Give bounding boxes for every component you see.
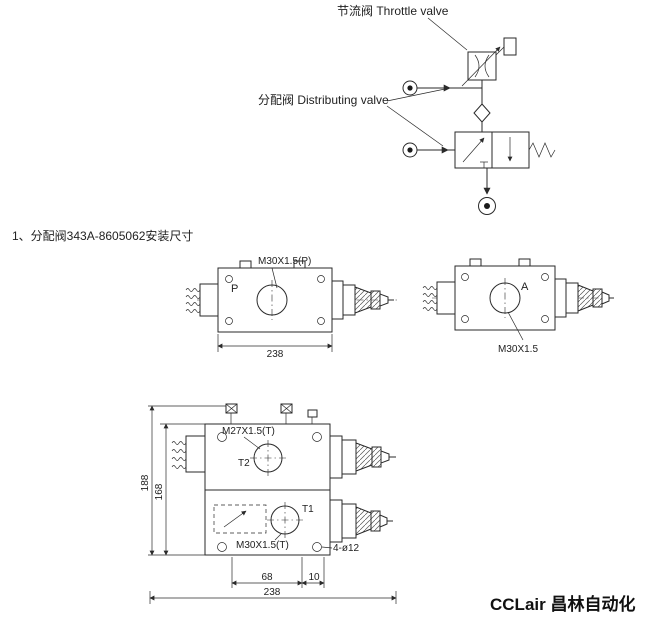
dim-168: 168 [154,483,165,500]
screw-head [293,260,306,269]
side-view-p: M30X1.5(P) P 238 [185,256,400,360]
electrical-connector [185,283,219,317]
port-label-a: A [521,281,529,293]
thread-label-t2: M27X1.5(T) [222,426,275,437]
port-symbol-1 [402,80,482,96]
distributing-valve-symbol [454,131,556,169]
section-title: 1、分配阀343A-8605062安装尺寸 [12,228,193,243]
port-label-t2: T2 [238,458,250,469]
holes-label: 4-ø12 [333,543,360,554]
symbol-plate [213,504,267,534]
screw-head [518,258,531,267]
dimension-width-p: 238 [217,334,333,360]
side-view-a: A M30X1.5 [422,258,616,355]
thread-label-p: M30X1.5(P) [258,256,311,267]
brand-footer: CCLair 昌林自动化 [490,594,635,614]
dim-68: 68 [261,572,273,583]
lower-port [267,502,303,541]
distributing-valve-label: 分配阀 Distributing valve [258,93,389,107]
throttle-leader-line [427,17,468,51]
upper-solenoid [329,435,396,479]
dimension-height-188: 188 [140,405,226,556]
pilot-box [503,37,517,56]
screw-head [469,258,482,267]
valve-body-a [454,258,556,331]
dim-238-side: 238 [267,349,284,360]
dimension-width-68-10: 68 10 [231,557,325,588]
throttle-valve-label: 节流阀 Throttle valve [337,4,449,18]
dimension-height-168: 168 [154,423,205,556]
thread-leader [507,311,524,341]
valve-body-p [217,260,333,333]
thread-leader [271,267,278,289]
screw-head [239,260,252,269]
port-symbol-2 [402,142,455,158]
dim-188: 188 [140,474,151,491]
outlet-port-symbol [478,168,496,215]
dimension-width-238: 238 [149,587,397,604]
port-label-p: P [231,283,238,295]
electrical-connector [422,281,456,315]
check-valve-symbol [473,80,491,132]
dim-10: 10 [308,572,320,583]
dim-238-front: 238 [264,587,281,598]
holes-leader [321,546,333,549]
distributing-leader-lines [386,88,446,147]
solenoid [554,278,614,318]
lower-solenoid [329,499,393,543]
thread-label-a: M30X1.5 [498,344,538,355]
spring-symbol [528,142,556,158]
electrical-connector [171,435,206,473]
mounting-holes [217,432,322,552]
throttle-valve-symbol [461,37,517,87]
solenoid [331,280,394,320]
hydraulic-schematic: 节流阀 Throttle valve 分配阀 Distributing valv… [258,4,556,215]
port-label-t1: T1 [302,504,314,515]
front-view: M27X1.5(T) T2 T1 M30X1.5(T) 4-ø12 [140,403,397,604]
top-screws [225,403,318,424]
upper-port [243,436,286,476]
thread-label-t1: M30X1.5(T) [236,540,289,551]
